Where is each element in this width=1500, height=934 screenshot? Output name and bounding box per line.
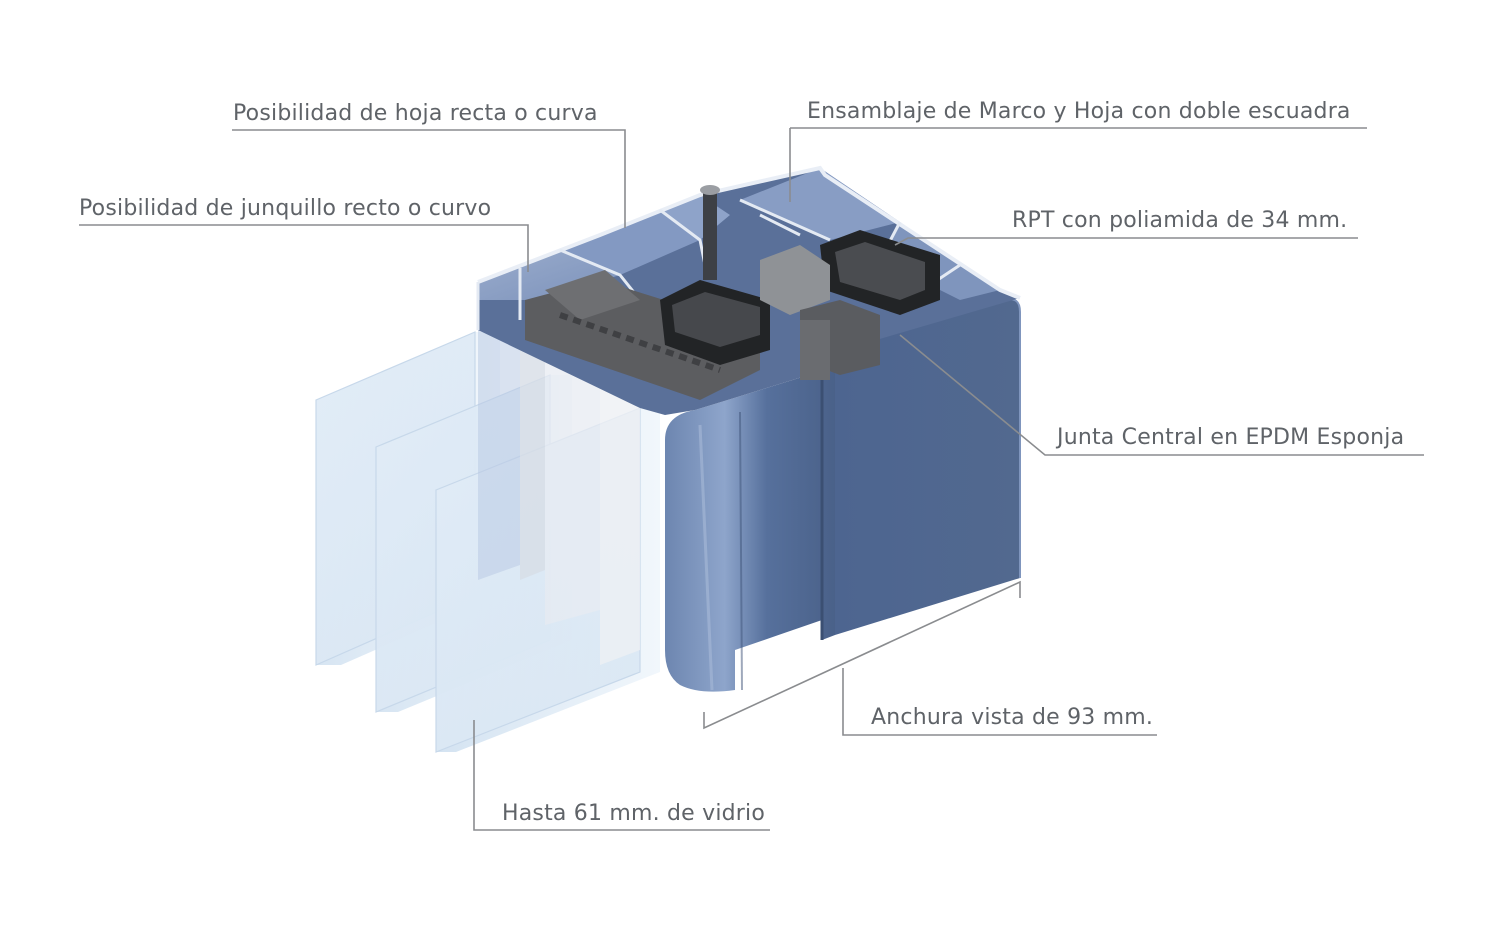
leader-junta xyxy=(899,334,1424,456)
glazing-bead xyxy=(478,268,640,665)
width-bracket xyxy=(703,580,1021,730)
label-vidrio: Hasta 61 mm. de vidrio xyxy=(502,801,766,826)
label-ensamblaje: Ensamblaje de Marco y Hoja con doble esc… xyxy=(807,99,1351,124)
leader-anchura xyxy=(842,668,1157,736)
leader-hoja xyxy=(232,129,626,228)
leader-lines xyxy=(79,127,1424,831)
label-junquillo: Posibilidad de junquillo recto o curvo xyxy=(79,196,492,221)
label-hoja: Posibilidad de hoja recta o curva xyxy=(233,101,598,126)
sash-curved-face xyxy=(665,370,835,692)
label-junta: Junta Central en EPDM Esponja xyxy=(1057,425,1405,450)
leader-vidrio xyxy=(473,720,770,831)
leader-junquillo xyxy=(79,224,529,272)
leader-rpt xyxy=(894,237,1358,246)
label-rpt: RPT con poliamida de 34 mm. xyxy=(1012,208,1348,233)
label-anchura: Anchura vista de 93 mm. xyxy=(871,705,1154,730)
profile-cross-section xyxy=(476,165,1021,415)
